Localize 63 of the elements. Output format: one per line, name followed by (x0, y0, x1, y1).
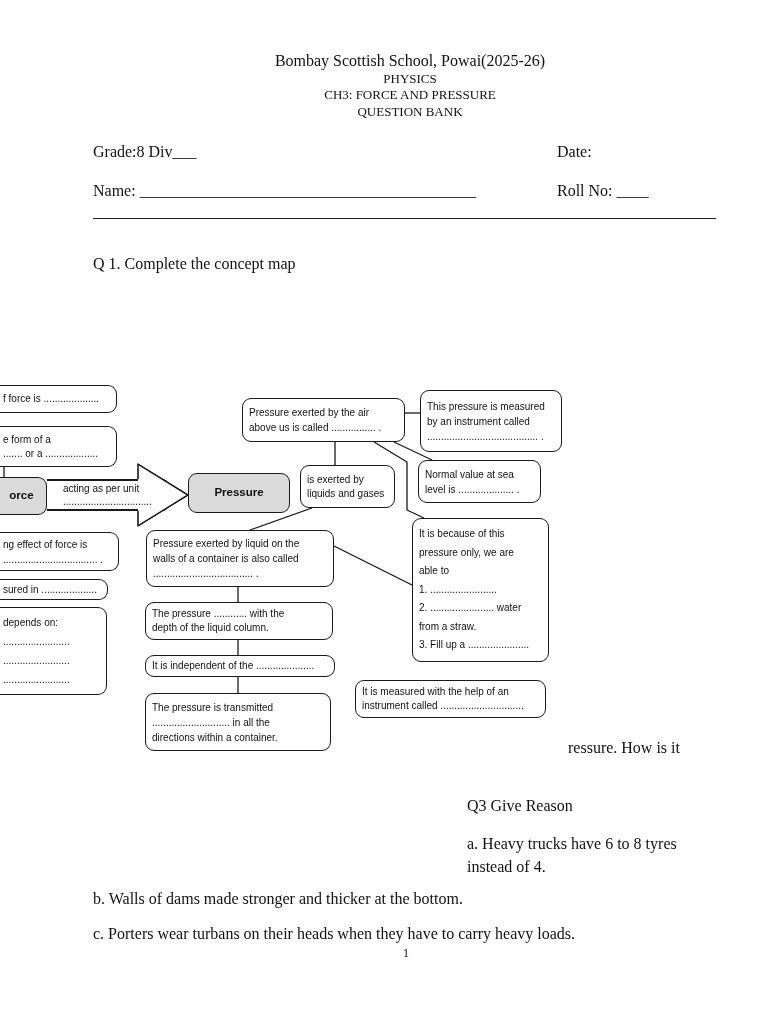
box-text: This pressure is measured by an instrument called ........................................ . (427, 399, 545, 444)
connector-line (393, 441, 433, 461)
concept-box (300, 465, 395, 508)
reason-question: a. Heavy trucks have 6 to 8 tyres instead of 4. (467, 834, 677, 877)
box-text: It is measured with the help of an instrument called .............................. (362, 685, 524, 713)
connector-line (237, 586, 239, 603)
subject-heading: PHYSICS (383, 72, 437, 87)
concept-box (0, 426, 117, 467)
connector-line (373, 441, 425, 519)
concept-box (420, 390, 562, 452)
box-text: e form of a ....... or a ................... (3, 433, 99, 460)
box-text: 3. Fill up a ...................... (419, 638, 530, 653)
connector-line (334, 441, 336, 466)
roll-number-label: Roll No: ____ (557, 182, 649, 201)
box-text: Pressure exerted by the air above us is called ................ . (249, 406, 382, 435)
edge-label: acting as per unit ................................ (63, 482, 152, 508)
box-text: It is independent of the ..................... (152, 659, 315, 673)
box-text: 2. ....................... water from a straw. (419, 601, 522, 634)
box-text: Pressure (214, 485, 264, 501)
box-text: ng effect of force is .................................. . (3, 537, 104, 567)
chapter-heading: CH3: FORCE AND PRESSURE (324, 88, 496, 103)
concept-box (0, 607, 107, 695)
grade-division-label: Grade:8 Div___ (93, 143, 197, 162)
question-text: Q 1. Complete the concept map (93, 255, 296, 274)
box-text: 1. ........................ (419, 582, 497, 597)
box-text: is exerted by liquids and gases (307, 472, 385, 501)
block-arrow (47, 463, 189, 527)
box-text: sured in .................... (3, 582, 97, 597)
name-label: Name: __________________________________________ (93, 182, 476, 201)
connector-line (237, 676, 239, 694)
concept-box (0, 385, 117, 413)
concept-box (145, 655, 335, 677)
question-text: ressure. How is it (568, 739, 680, 758)
box-text: It is because of this pressure only, we are able to (419, 527, 514, 579)
box-text: The pressure ............ with the depth of the liquid column. (152, 607, 285, 635)
concept-box (146, 530, 334, 587)
connector-line (333, 545, 413, 586)
connector-line (237, 639, 239, 656)
connector-line (404, 412, 421, 414)
concept-box (145, 602, 333, 640)
concept-box (355, 680, 546, 718)
concept-box (242, 398, 405, 442)
concept-box (0, 532, 119, 571)
concept-box (412, 518, 549, 662)
worksheet-heading: QUESTION BANK (357, 105, 463, 120)
reason-question: b. Walls of dams made stronger and thicker at the bottom. (93, 890, 463, 909)
box-text: The pressure is transmitted ............................ in all the directions within a container. (152, 700, 278, 745)
school-heading: Bombay Scottish School, Powai(2025-26) (274, 52, 546, 71)
box-text: f force is .................... (3, 392, 100, 406)
key-concept-box (188, 473, 290, 513)
connector-line (3, 466, 5, 478)
concept-box (145, 693, 331, 751)
concept-box (418, 460, 541, 503)
box-text: Pressure exerted by liquid on the walls of a container is also called .................................... . (153, 537, 300, 581)
question-heading: Q3 Give Reason (467, 797, 573, 816)
box-text: orce (9, 488, 34, 504)
key-concept-box (0, 477, 47, 515)
box-text: Normal value at sea level is .................... . (425, 467, 520, 497)
box-text: depends on: ........................ ........................ ........................ (3, 616, 70, 687)
reason-question: c. Porters wear turbans on their heads when they have to carry heavy loads. (93, 925, 576, 944)
concept-box (0, 579, 108, 600)
page-number: 1 (403, 947, 409, 961)
date-label: Date: (557, 143, 592, 162)
